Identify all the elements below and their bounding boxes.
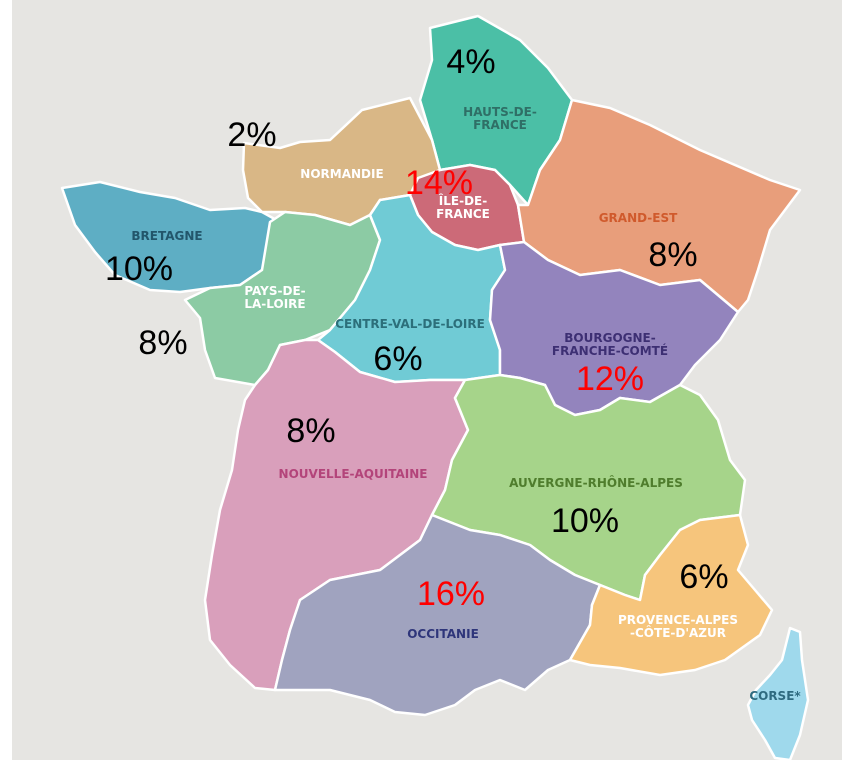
region-name-line: HAUTS-DE- (463, 105, 537, 119)
percent-pays-de-la-loire: 8% (138, 324, 187, 362)
region-name-line: OCCITANIE (407, 627, 479, 641)
region-name-line: GRAND-EST (599, 211, 678, 225)
percent-grand-est: 8% (648, 236, 697, 274)
label-auvergne-rhone-alpes: AUVERGNE-RHÔNE-ALPES (509, 475, 683, 490)
percent-ile-de-france: 14% (405, 164, 473, 202)
region-name-line: AUVERGNE-RHÔNE-ALPES (509, 475, 683, 490)
percent-centre-val-de-loire: 6% (373, 340, 422, 378)
label-pays-de-la-loire: PAYS-DE-LA-LOIRE (244, 284, 305, 311)
label-occitanie: OCCITANIE (407, 627, 479, 641)
percent-bretagne: 10% (105, 250, 173, 288)
label-grand-est: GRAND-EST (599, 211, 678, 225)
region-name-line: PAYS-DE- (244, 284, 305, 298)
percent-occitanie: 16% (417, 575, 485, 613)
label-bourgogne-franche-comte: BOURGOGNE-FRANCHE-COMTÉ (552, 331, 668, 358)
percent-provence-alpes-cote-azur: 6% (679, 558, 728, 596)
percent-normandie: 2% (227, 116, 276, 154)
region-name-line: PROVENCE-ALPES (618, 613, 738, 627)
region-name-line: BOURGOGNE- (564, 331, 655, 345)
region-provence-alpes-cote-azur[interactable] (568, 513, 774, 677)
percent-bourgogne-franche-comte: 12% (576, 360, 644, 398)
region-name-line: FRANCE (436, 207, 490, 221)
region-name-line: FRANCE (473, 118, 527, 132)
percent-auvergne-rhone-alpes: 10% (551, 502, 619, 540)
region-hauts-de-france[interactable] (418, 14, 574, 207)
label-corse: CORSE* (749, 689, 801, 703)
region-name-line: NOUVELLE-AQUITAINE (279, 467, 428, 481)
label-hauts-de-france: HAUTS-DE-FRANCE (463, 105, 537, 132)
region-name-line: LA-LOIRE (244, 297, 305, 311)
region-corse[interactable] (746, 626, 810, 762)
percent-hauts-de-france: 4% (446, 43, 495, 81)
region-name-line: ÎLE-DE- (439, 193, 487, 208)
region-name-line: CORSE* (749, 689, 801, 703)
label-centre-val-de-loire: CENTRE-VAL-DE-LOIRE (335, 317, 485, 331)
region-name-line: BRETAGNE (131, 229, 202, 243)
region-name-line: -CÔTE-D'AZUR (630, 625, 726, 640)
region-name-line: FRANCHE-COMTÉ (552, 343, 668, 358)
label-bretagne: BRETAGNE (131, 229, 202, 243)
percent-nouvelle-aquitaine: 8% (286, 412, 335, 450)
region-occitanie[interactable] (273, 513, 602, 717)
label-nouvelle-aquitaine: NOUVELLE-AQUITAINE (279, 467, 428, 481)
label-ile-de-france: ÎLE-DE-FRANCE (436, 193, 490, 221)
label-normandie: NORMANDIE (300, 167, 383, 181)
label-provence-alpes-cote-azur: PROVENCE-ALPES-CÔTE-D'AZUR (618, 613, 738, 640)
region-name-line: NORMANDIE (300, 167, 383, 181)
region-name-line: CENTRE-VAL-DE-LOIRE (335, 317, 485, 331)
